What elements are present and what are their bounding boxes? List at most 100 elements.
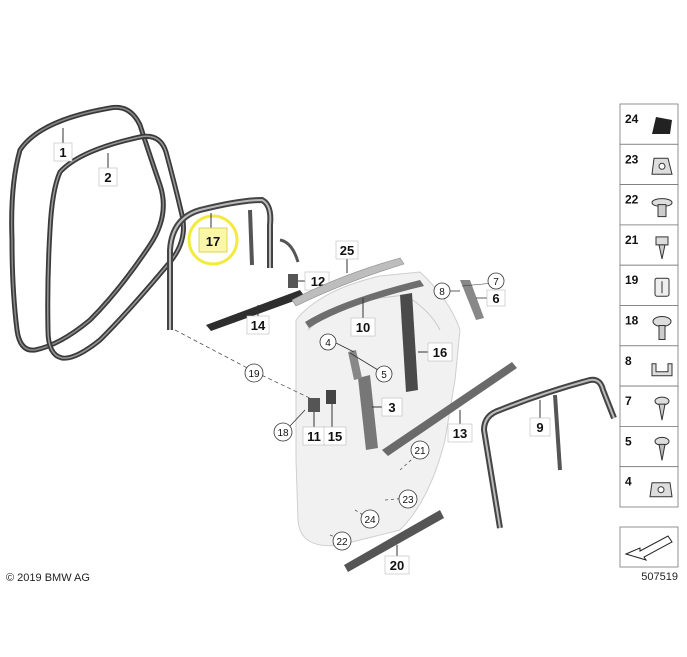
callout-6[interactable]: 6 [486, 289, 506, 307]
callout-13-label: 13 [453, 426, 467, 441]
callout-21[interactable]: 21 [410, 440, 430, 460]
pad-icon [652, 117, 672, 134]
ref-item-23[interactable]: 23 [619, 143, 679, 186]
pillar-part-16 [400, 293, 428, 392]
callout-16-label: 16 [433, 345, 447, 360]
expansion-nut-icon [654, 277, 670, 297]
callout-6-label: 6 [492, 291, 499, 306]
bracket-icon [651, 363, 673, 377]
screw-icon [655, 236, 669, 260]
callout-24-label: 24 [364, 515, 376, 526]
ref-item-22[interactable]: 22 [619, 184, 679, 226]
window-frame-part-17 [167, 196, 300, 330]
callout-17[interactable]: 17 [198, 213, 228, 253]
ref-item-8[interactable]: 8 [619, 345, 679, 387]
clip-nut-icon [651, 157, 673, 175]
callout-14-label: 14 [251, 318, 266, 333]
callout-2[interactable]: 2 [98, 153, 118, 187]
callout-20-label: 20 [390, 558, 404, 573]
callout-17-label: 17 [206, 234, 220, 249]
fastener-reference-panel: 24 23 22 21 19 18 8 7 5 4 [619, 103, 679, 508]
upper-strip-part-25 [291, 257, 405, 307]
callout-20[interactable]: 20 [384, 555, 410, 575]
ref-item-label: 7 [625, 394, 632, 408]
callout-18[interactable]: 18 [273, 409, 306, 442]
ref-item-5[interactable]: 5 [619, 425, 679, 468]
callout-16[interactable]: 16 [427, 342, 453, 362]
callout-3-label: 3 [388, 400, 395, 415]
push-rivet-icon [651, 198, 673, 218]
window-channel-part-9 [480, 376, 617, 529]
ref-item-19[interactable]: 19 [619, 264, 679, 306]
callout-11-label: 11 [307, 429, 321, 444]
callout-25[interactable]: 25 [335, 240, 359, 260]
ref-item-label: 4 [625, 475, 632, 489]
ref-item-label: 5 [625, 434, 632, 448]
callout-25-label: 25 [340, 243, 354, 258]
callout-9-label: 9 [536, 420, 543, 435]
clip-part-11 [308, 398, 320, 428]
callout-3[interactable]: 3 [381, 397, 403, 417]
callout-19[interactable]: 19 [244, 363, 264, 383]
ref-item-label: 19 [625, 273, 639, 287]
callout-15[interactable]: 15 [323, 426, 347, 446]
callout-9[interactable]: 9 [529, 417, 551, 437]
callout-5[interactable]: 5 [375, 365, 393, 383]
ref-item-label: 8 [625, 354, 632, 368]
highlight-17 [187, 214, 239, 266]
screw-icon [654, 396, 670, 421]
door-panel [295, 271, 461, 547]
callout-21-label: 21 [414, 446, 426, 457]
callout-4-label: 4 [325, 338, 331, 349]
ref-item-label: 18 [625, 314, 639, 328]
callout-1-label: 1 [59, 145, 66, 160]
callout-7[interactable]: 7 [487, 272, 505, 290]
callout-24[interactable]: 24 [360, 509, 380, 529]
ref-item-7[interactable]: 7 [619, 385, 679, 427]
ordering-arrow-box [619, 526, 679, 568]
trim-part-5 [348, 350, 379, 380]
ref-item-label: 21 [625, 233, 639, 247]
callout-8-label: 8 [439, 287, 445, 298]
bolt-icon [652, 316, 672, 340]
copyright-text: © 2019 BMW AG [6, 572, 90, 584]
callout-13[interactable]: 13 [447, 423, 473, 443]
callout-2-label: 2 [104, 170, 111, 185]
belt-strip-part-13 [382, 362, 517, 456]
ref-item-4[interactable]: 4 [619, 466, 679, 508]
callout-11[interactable]: 11 [302, 426, 326, 446]
callout-8[interactable]: 8 [433, 282, 460, 300]
seal-part-1 [9, 104, 166, 353]
callout-10[interactable]: 10 [350, 317, 376, 337]
clip-nut-icon [649, 482, 673, 498]
callout-22[interactable]: 22 [332, 531, 352, 551]
callout-23[interactable]: 23 [398, 489, 418, 509]
callout-12-label: 12 [311, 274, 325, 289]
callout-15-label: 15 [328, 429, 342, 444]
leader-dashed [174, 329, 319, 403]
callout-12[interactable]: 12 [304, 271, 330, 291]
callout-1[interactable]: 1 [53, 128, 73, 162]
diagram-number: 507519 [641, 571, 678, 583]
ref-item-24[interactable]: 24 [619, 103, 679, 145]
callout-10-label: 10 [356, 320, 370, 335]
screw-icon [654, 436, 670, 461]
part-12 [288, 274, 305, 288]
ref-item-label: 22 [625, 193, 639, 207]
callout-5-label: 5 [381, 370, 387, 381]
frame-part-10 [305, 280, 424, 328]
callout-22-label: 22 [336, 537, 348, 548]
ref-item-18[interactable]: 18 [619, 305, 679, 347]
ordering-arrow-icon [624, 535, 673, 561]
ref-item-21[interactable]: 21 [619, 224, 679, 266]
seal-part-2 [45, 133, 186, 361]
callout-14[interactable]: 14 [246, 315, 270, 335]
ref-item-label: 23 [625, 152, 639, 166]
clip-part-15 [326, 390, 336, 428]
callout-4[interactable]: 4 [319, 333, 355, 353]
callout-7-label: 7 [493, 277, 499, 288]
ref-item-label: 24 [625, 112, 639, 126]
callout-19-label: 19 [248, 369, 260, 380]
callout-18-label: 18 [277, 428, 289, 439]
